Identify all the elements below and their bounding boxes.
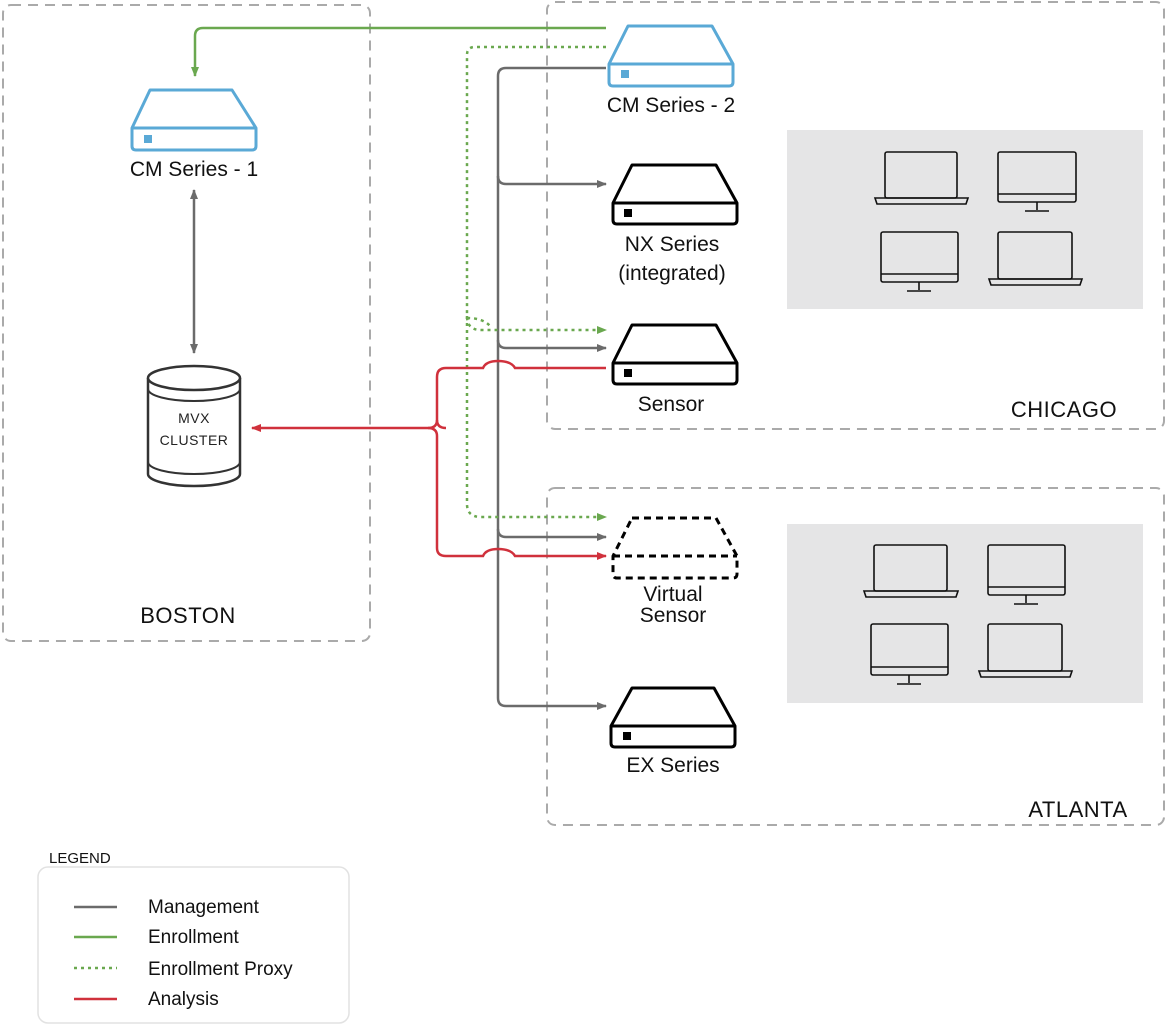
legend-management-label: Management [148, 897, 260, 918]
atlanta-region [546, 487, 1165, 826]
cm-series-1-device [130, 88, 258, 152]
chicago-laptop-2-icon [987, 231, 1084, 286]
legend-title: LEGEND [49, 850, 111, 867]
atlanta-monitor-2-icon [870, 623, 949, 685]
enrollment-proxy-lines [465, 45, 607, 521]
chicago-monitor-2-icon [880, 231, 959, 292]
chicago-monitor-1-icon [997, 151, 1077, 212]
chicago-label: CHICAGO [1011, 397, 1117, 422]
virtual-sensor-sublabel: Sensor [640, 604, 707, 627]
ex-series-label: EX Series [626, 754, 719, 777]
boston-label: BOSTON [140, 603, 236, 628]
virtual-sensor-label: Virtual [643, 583, 702, 606]
atlanta-laptop-1-icon [862, 544, 960, 598]
legend-enrollment-proxy-label: Enrollment Proxy [148, 959, 293, 980]
chicago-endpoints-panel [787, 130, 1143, 309]
legend-analysis-label: Analysis [148, 989, 219, 1010]
sensor-device [611, 323, 739, 386]
atlanta-label: ATLANTA [1028, 797, 1127, 822]
cm-series-2-label: CM Series - 2 [607, 94, 735, 117]
chicago-laptop-1-icon [873, 151, 970, 205]
virtual-sensor-device [611, 516, 739, 580]
cm-series-2-device [607, 24, 735, 88]
atlanta-laptop-2-icon [977, 623, 1074, 678]
nx-series-device [611, 163, 739, 226]
legend-enrollment-label: Enrollment [148, 927, 240, 948]
mvx-cluster-database [146, 364, 242, 488]
sensor-label: Sensor [638, 393, 705, 416]
atlanta-endpoints-panel [787, 524, 1143, 703]
analysis-lines [251, 359, 607, 560]
nx-series-label: NX Series [625, 233, 720, 256]
enrollment-line [191, 26, 606, 77]
cluster-label: MVX [178, 410, 210, 426]
nx-series-sublabel: (integrated) [618, 262, 725, 285]
cm-series-1-label: CM Series - 1 [130, 158, 258, 181]
management-lines [190, 66, 607, 710]
ex-series-device [609, 686, 737, 749]
chicago-region [546, 1, 1165, 430]
boston-region [2, 4, 371, 642]
cluster-sublabel: CLUSTER [160, 432, 229, 448]
atlanta-monitor-1-icon [987, 544, 1066, 605]
